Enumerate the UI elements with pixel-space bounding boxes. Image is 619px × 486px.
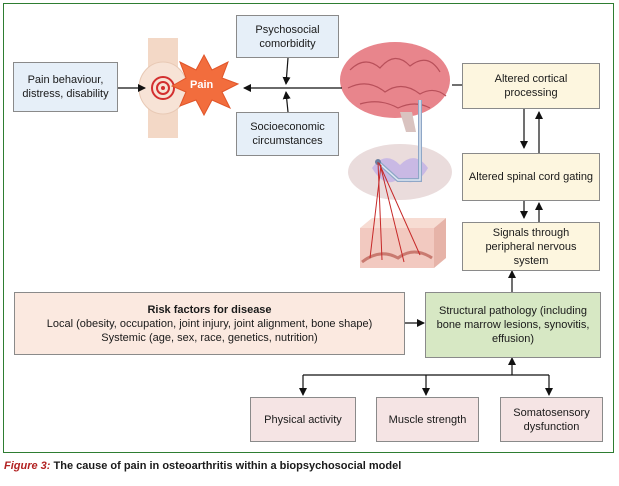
risk-factors-local: Local (obesity, occupation, joint injury…	[46, 317, 373, 330]
pain-behaviour-text: Pain behaviour, distress, disability	[22, 74, 109, 100]
physical-activity-text: Physical activity	[264, 413, 342, 426]
peripheral-signals-text: Signals through peripheral nervous syste…	[485, 226, 577, 267]
socioeconomic-circumstances-box: Socioeconomic circumstances	[236, 112, 339, 156]
risk-factors-systemic: Systemic (age, sex, race, genetics, nutr…	[101, 331, 318, 344]
risk-factors-title: Risk factors for disease	[147, 303, 272, 316]
psychosocial-text: Psychosocial comorbidity	[255, 23, 320, 50]
muscle-strength-text: Muscle strength	[388, 413, 467, 426]
structural-pathology-text: Structural pathology (including bone mar…	[436, 305, 590, 345]
figure-label: Figure 3:	[4, 460, 51, 472]
pain-label: Pain	[190, 79, 214, 91]
physical-activity-box: Physical activity	[250, 397, 356, 442]
tissue-illustration	[360, 161, 446, 268]
socioeconomic-text: Socioeconomic circumstances	[250, 121, 325, 147]
figure-caption: Figure 3: The cause of pain in osteoarth…	[4, 460, 401, 472]
pain-burst-icon	[170, 53, 240, 117]
brain-illustration	[340, 42, 450, 132]
psychosocial-comorbidity-box: Psychosocial comorbidity	[236, 15, 339, 58]
peripheral-signals-box: Signals through peripheral nervous syste…	[462, 222, 600, 271]
structural-pathology-box: Structural pathology (including bone mar…	[425, 292, 601, 358]
caption-text: The cause of pain in osteoarthritis with…	[53, 460, 402, 472]
spinal-cord-illustration	[348, 100, 452, 200]
altered-spinal-text: Altered spinal cord gating	[468, 171, 594, 183]
risk-factors-box: Risk factors for disease Local (obesity,…	[14, 292, 405, 355]
altered-cortical-processing-box: Altered cortical processing	[462, 63, 600, 109]
somatosensory-dysfunction-box: Somatosensory dysfunction	[500, 397, 603, 442]
altered-spinal-cord-gating-box: Altered spinal cord gating	[462, 153, 600, 201]
pain-behaviour-box: Pain behaviour, distress, disability	[13, 62, 118, 112]
muscle-strength-box: Muscle strength	[376, 397, 479, 442]
somatosensory-text: Somatosensory dysfunction	[513, 406, 590, 433]
altered-cortical-text: Altered cortical processing	[494, 73, 568, 99]
